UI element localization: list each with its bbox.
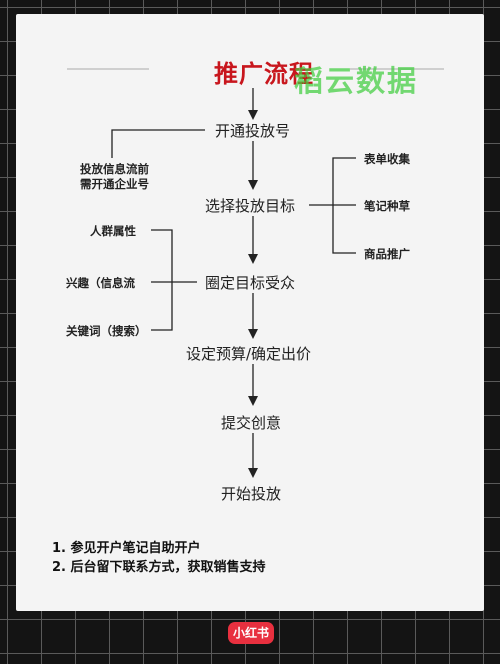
step-submit-creative: 提交创意 [217, 412, 286, 433]
step-start-delivery: 开始投放 [217, 483, 286, 504]
goal-option-notes: 笔记种草 [364, 199, 410, 213]
left-note-enterprise: 投放信息流前 需开通企业号 [80, 162, 149, 192]
connector-audience-bracket [151, 229, 173, 331]
audience-option-keyword: 关键词（搜索） [66, 324, 147, 338]
diagram-title: 推广流程 [214, 60, 314, 88]
connector-goal-top [309, 157, 356, 206]
step-select-goal: 选择投放目标 [201, 195, 300, 216]
step-set-budget-bid: 设定预算/确定出价 [182, 343, 316, 364]
goal-option-products: 商品推广 [364, 247, 410, 261]
watermark-text: 稻云数据 [294, 64, 419, 98]
step-open-account: 开通投放号 [211, 120, 295, 141]
left-note-line-2: 需开通企业号 [80, 177, 149, 191]
left-note-line-1: 投放信息流前 [80, 162, 149, 176]
connector-goal-bottom [332, 205, 356, 254]
title-line-right [350, 68, 444, 70]
title-line-left [67, 68, 149, 70]
goal-option-form: 表单收集 [364, 152, 410, 166]
audience-option-interest: 兴趣（信息流 [66, 276, 135, 290]
audience-option-attributes: 人群属性 [90, 224, 136, 238]
connector-left-note [111, 129, 205, 158]
step-define-audience: 圈定目标受众 [201, 272, 300, 293]
footer-note-2: 2. 后台留下联系方式，获取销售支持 [52, 560, 266, 575]
footer-note-1: 1. 参见开户笔记自助开户 [52, 541, 201, 556]
xiaohongshu-logo: 小红书 [228, 622, 274, 644]
